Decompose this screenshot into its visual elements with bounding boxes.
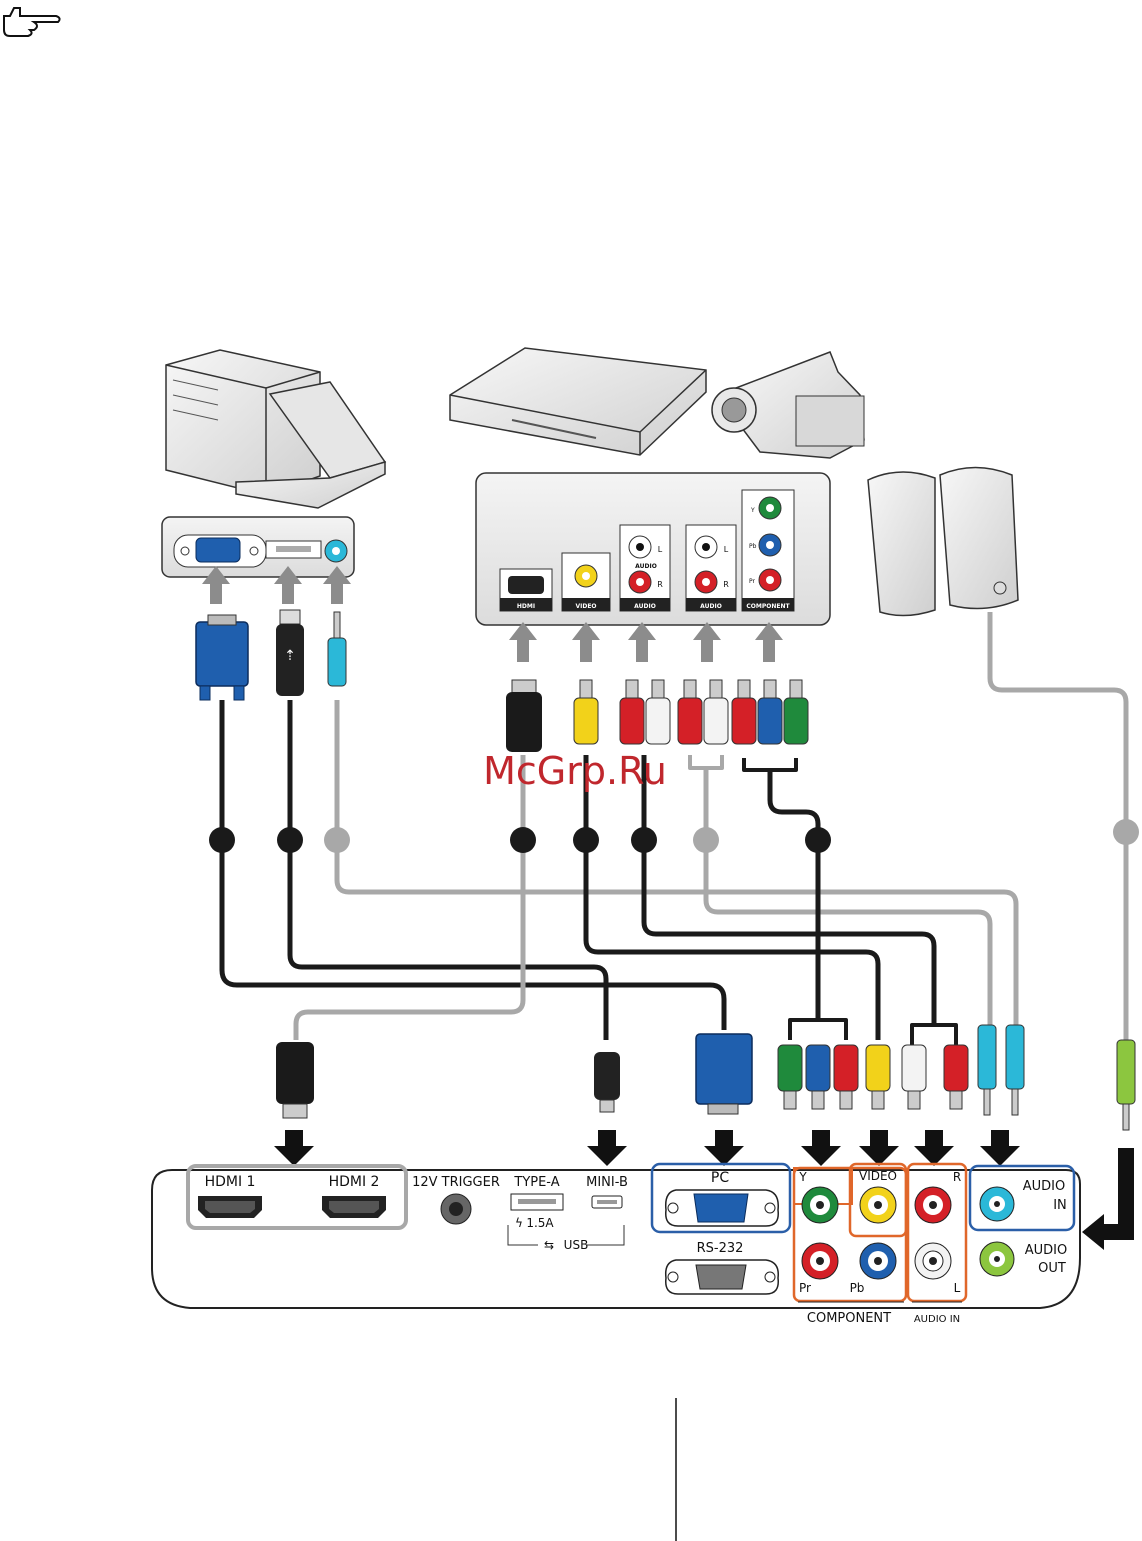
- cable-markers: [209, 819, 1139, 853]
- svg-text:⇡: ⇡: [284, 648, 296, 664]
- type-a-current: 1.5A: [526, 1216, 554, 1230]
- usb-connector-icon: ⇡: [276, 610, 304, 696]
- vga-port-icon: [174, 535, 266, 567]
- source-audio2-l: L: [724, 545, 729, 554]
- vga-connector-icon: [196, 615, 248, 700]
- source-comp-pr: Pr: [749, 578, 756, 585]
- usb-icon: ⇆: [544, 1238, 554, 1252]
- hdmi1-label: HDMI 1: [205, 1174, 256, 1190]
- source-video-label: VIDEO: [575, 603, 596, 610]
- source-audio1-r: R: [657, 580, 663, 589]
- rs232-label: RS-232: [697, 1241, 744, 1256]
- component-label: COMPONENT: [807, 1311, 891, 1326]
- speaker-icon: [868, 472, 935, 616]
- hdmi-connector-icon: [276, 1042, 314, 1118]
- source-hdmi-label: HDMI: [517, 603, 535, 610]
- cables: [222, 612, 1126, 1045]
- vga-connector-icon: [696, 1034, 752, 1114]
- hdmi-connector-icon: [506, 680, 542, 752]
- type-a-label: TYPE-A: [513, 1175, 559, 1190]
- av-port-panel: HDMI VIDEO L AUDIO R AUDIO L R AUDIO Y P…: [476, 473, 830, 625]
- pb-label: Pb: [850, 1281, 865, 1295]
- source-comp-y: Y: [750, 507, 755, 514]
- audio-out-label-1: AUDIO: [1025, 1243, 1068, 1258]
- source-audio2-label: AUDIO: [700, 603, 722, 610]
- source-component-label: COMPONENT: [746, 603, 790, 610]
- audio-out-label-2: OUT: [1038, 1261, 1066, 1276]
- mini-usb-connector-icon: [594, 1052, 620, 1112]
- audio-jack-icon: [325, 540, 347, 562]
- source-audio1-l: L: [658, 545, 663, 554]
- audio-plug-icon: [328, 612, 346, 686]
- source-audio1-label: AUDIO: [634, 603, 656, 610]
- y-label: Y: [798, 1170, 807, 1184]
- pr-label: Pr: [799, 1281, 811, 1295]
- speaker-icon: [940, 468, 1018, 609]
- audio-in-label-1: AUDIO: [1023, 1179, 1066, 1194]
- video-label: VIDEO: [859, 1169, 897, 1183]
- audio-plugs-bottom: [978, 1025, 1135, 1130]
- source-audio1-sub: AUDIO: [635, 563, 657, 570]
- source-audio2-r: R: [723, 580, 729, 589]
- rca-plugs-top: [574, 680, 808, 744]
- rca-plugs-bottom: [778, 1045, 968, 1109]
- usb-port-icon: [266, 541, 321, 558]
- projector-panel: HDMI 1 HDMI 2 12V TRIGGER TYPE-A ϟ 1.5A …: [152, 1164, 1080, 1326]
- trigger-label: 12V TRIGGER: [412, 1175, 500, 1190]
- pointing-hand-icon: [4, 8, 60, 36]
- l-label: L: [954, 1281, 961, 1295]
- mini-b-label: MINI-B: [586, 1175, 628, 1190]
- camcorder-icon: [712, 352, 864, 458]
- dvd-player-icon: [450, 348, 706, 455]
- audio-in-label-2: IN: [1053, 1198, 1067, 1213]
- r-label: R: [953, 1170, 961, 1184]
- audio-in-group-label: AUDIO IN: [914, 1314, 960, 1325]
- source-comp-pb: Pb: [749, 543, 757, 550]
- power-icon: ϟ: [515, 1216, 523, 1230]
- pc-label: PC: [711, 1170, 729, 1186]
- watermark: McGrp.Ru: [483, 749, 667, 793]
- computer-port-panel: [162, 517, 354, 577]
- hdmi2-label: HDMI 2: [329, 1174, 380, 1190]
- usb-label: USB: [564, 1238, 589, 1252]
